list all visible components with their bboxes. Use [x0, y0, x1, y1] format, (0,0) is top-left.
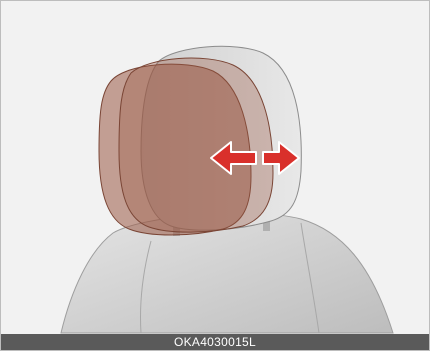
- figure-code: OKA4030015L: [174, 334, 256, 350]
- seat-back: [61, 213, 393, 333]
- figure-caption-bar: OKA4030015L: [1, 334, 429, 350]
- headrest-mid-overlay: [119, 58, 273, 232]
